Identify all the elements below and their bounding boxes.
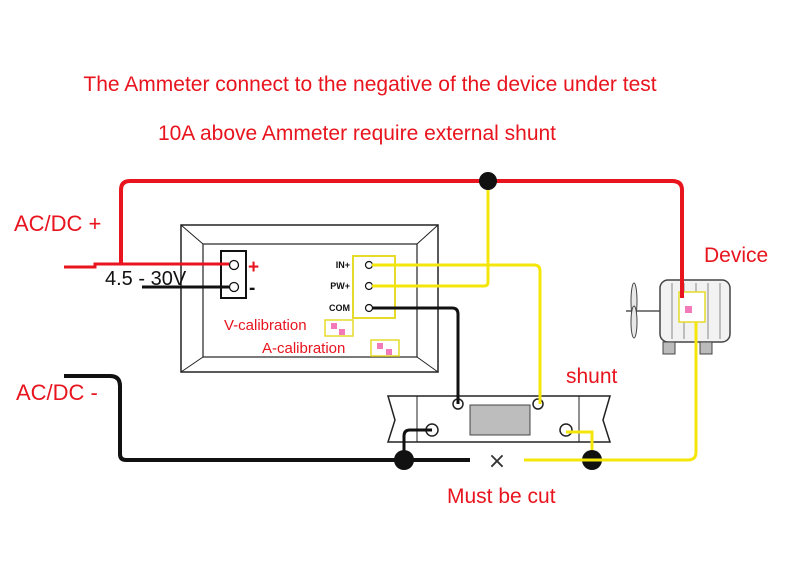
- yellow-pw-wire: [372, 181, 490, 288]
- pin-in-label: IN+: [336, 260, 350, 270]
- black-negative-wire: [64, 374, 470, 462]
- motor-icon: [626, 279, 731, 355]
- yellow-in-wire: [372, 263, 542, 404]
- diagram-subtitle: 10A above Ammeter require external shunt: [158, 122, 556, 145]
- a-calibration-pot: [370, 339, 400, 357]
- black-com-wire: [372, 306, 460, 404]
- cut-mark-icon: ×: [488, 449, 506, 474]
- shunt-label: shunt: [566, 365, 618, 388]
- junction-dot-icon: [580, 450, 604, 470]
- red-wire-feed: [64, 262, 229, 269]
- power-terminal-block: [220, 250, 247, 299]
- v-calibration-pot: [324, 319, 354, 337]
- acdc-minus-label: AC/DC -: [16, 380, 98, 405]
- diagram-title: The Ammeter connect to the negative of t…: [83, 73, 656, 96]
- black-shunt-wire: [402, 428, 432, 460]
- acdc-plus-label: AC/DC +: [14, 211, 101, 236]
- minus-sign: -: [249, 278, 255, 299]
- red-main-wire: [119, 179, 684, 298]
- device-label: Device: [704, 244, 768, 267]
- a-calibration-label: A-calibration: [262, 340, 345, 357]
- must-be-cut-label: Must be cut: [447, 485, 556, 508]
- v-calibration-label: V-calibration: [224, 317, 307, 334]
- voltage-range-label: 4.5 - 30V: [105, 268, 187, 290]
- yellow-device-wire: [524, 322, 698, 462]
- shunt-resistor-icon: [386, 395, 612, 443]
- junction-dot-icon: [394, 450, 414, 470]
- pin-com-label: COM: [329, 303, 350, 313]
- junction-dot-icon: [479, 172, 497, 190]
- plus-sign: +: [248, 257, 259, 278]
- pin-pw-label: PW+: [330, 281, 350, 291]
